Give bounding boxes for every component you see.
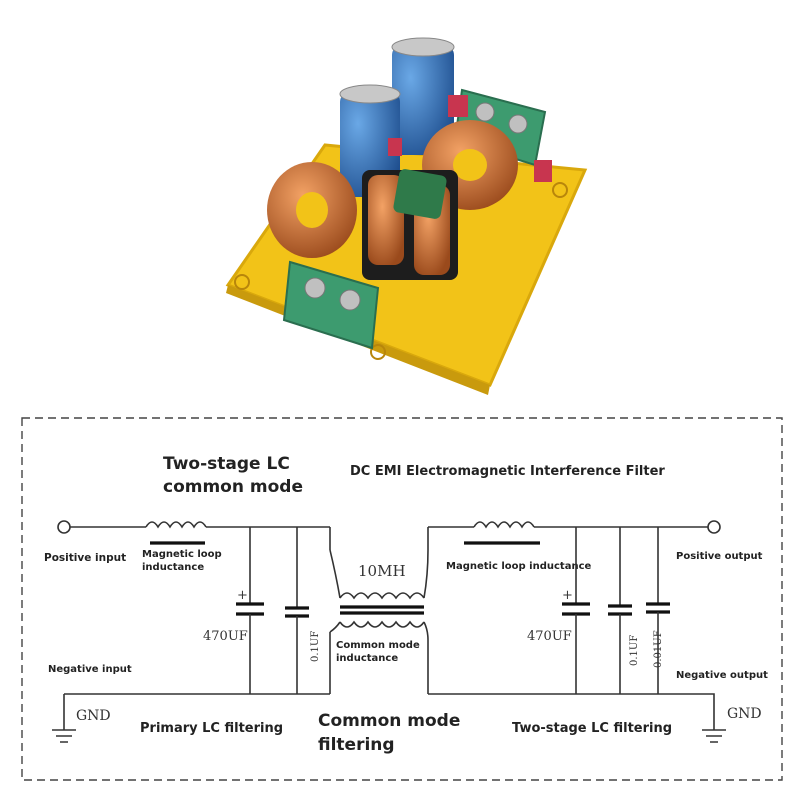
gnd-right-symbol (702, 729, 726, 743)
label-cap-left-470uf: 470UF (203, 629, 248, 644)
product-photo (225, 37, 588, 395)
label-common-mode-inductance-2: inductance (336, 653, 398, 664)
label-two-stage-lc-common-mode-2: common mode (163, 477, 303, 497)
label-inductor-left-2: inductance (142, 562, 204, 573)
label-positive-input: Positive input (44, 552, 126, 564)
terminal-positive-output (707, 520, 721, 534)
label-two-stage-lc-common-mode-1: Two-stage LC (163, 454, 290, 474)
cap-right-plus: + (562, 588, 573, 603)
dashed-frame (21, 417, 783, 781)
label-positive-output: Positive output (676, 551, 763, 562)
cap-left-plus: + (237, 588, 248, 603)
label-negative-input: Negative input (48, 664, 132, 675)
label-primary-lc-filtering: Primary LC filtering (140, 721, 283, 736)
label-cap-right-0-01uf: 0.01UF (653, 630, 664, 668)
label-gnd-left: GND (76, 708, 111, 724)
terminal-block-input (282, 260, 380, 350)
terminal-positive-input (57, 520, 71, 534)
common-mode-coil-bottom (339, 620, 425, 628)
label-common-mode-filtering-2: filtering (318, 735, 395, 755)
label-inductor-left-1: Magnetic loop (142, 549, 222, 560)
label-cap-right-0-1uf: 0.1UF (629, 635, 640, 666)
gnd-left-symbol (52, 729, 76, 743)
inductor-right-coil (473, 521, 535, 529)
filter-schematic: DC EMI Electromagnetic Interference Filt… (21, 417, 783, 781)
label-gnd-right: GND (727, 706, 762, 722)
common-mode-choke (362, 169, 458, 280)
label-inductor-right: Magnetic loop inductance (446, 561, 592, 572)
film-capacitors (388, 95, 552, 182)
label-common-mode-10mh: 10MH (358, 562, 406, 580)
diagram-title: DC EMI Electromagnetic Interference Filt… (350, 464, 665, 479)
label-cap-left-0-1uf: 0.1UF (310, 631, 321, 662)
common-mode-coil-top (339, 592, 425, 600)
label-cap-right-470uf: 470UF (527, 629, 572, 644)
label-negative-output: Negative output (676, 670, 768, 681)
label-two-stage-lc-filtering: Two-stage LC filtering (512, 721, 672, 736)
label-common-mode-inductance-1: Common mode (336, 640, 420, 651)
label-common-mode-filtering-1: Common mode (318, 711, 460, 731)
inductor-left-coil (145, 521, 207, 529)
